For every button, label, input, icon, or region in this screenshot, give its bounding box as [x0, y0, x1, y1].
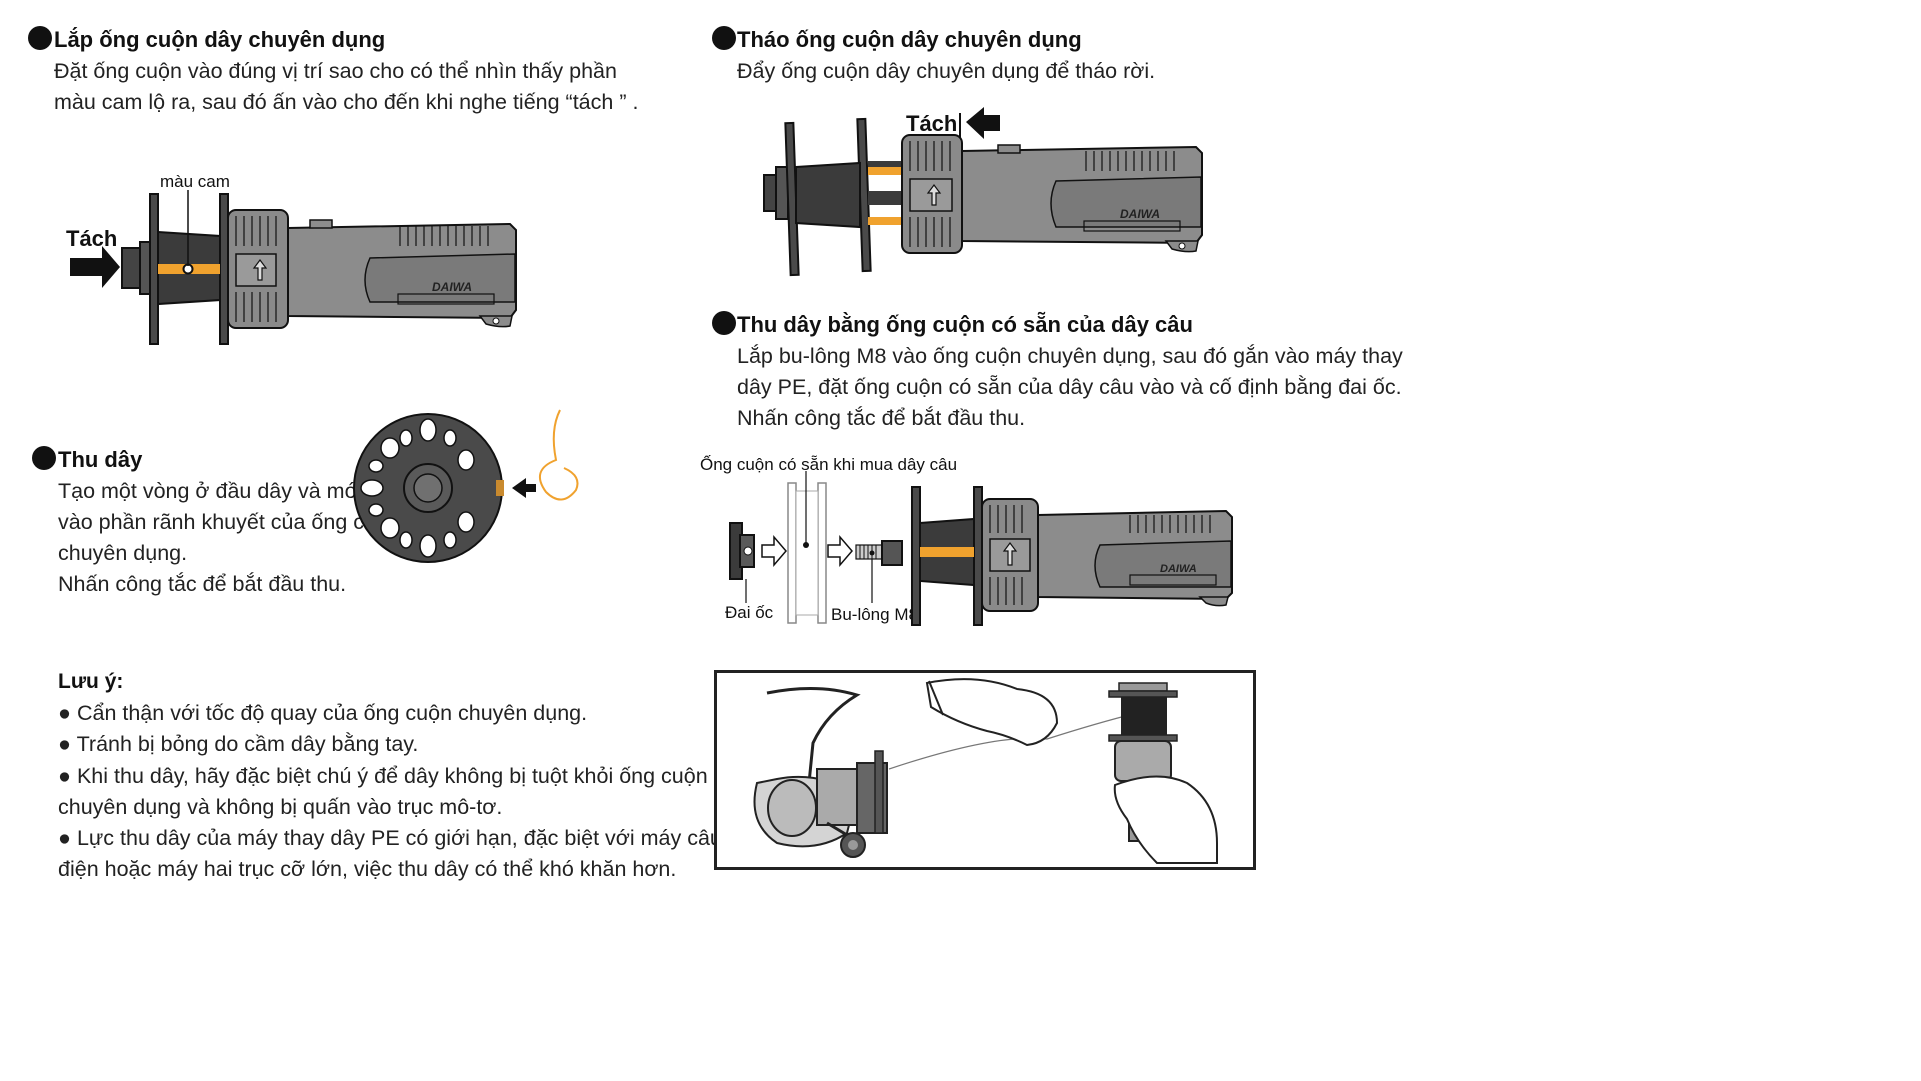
notes-line-6: điện hoặc máy hai trục cỡ lớn, việc thu …: [58, 857, 677, 881]
notes-line-2: ● Tránh bị bỏng do cầm dây bằng tay.: [58, 732, 419, 756]
install-heading: Lắp ống cuộn dây chuyên dụng: [54, 27, 386, 52]
brand-logo: DAIWA: [432, 280, 472, 294]
nut-label: Đai ốc: [725, 603, 774, 622]
reel-winding-illustration: [753, 678, 1218, 864]
section-bullet: [32, 446, 56, 470]
install-diagram: DAIWA: [70, 190, 517, 345]
brand-logo: DAIWA: [1160, 563, 1197, 575]
push-arrow-icon: [70, 246, 120, 288]
preexisting-diagram: DAIWA: [729, 471, 1233, 626]
winding-text-line-1: Tạo một vòng ở đầu dây và móc: [58, 479, 368, 503]
line-loop: [538, 409, 579, 501]
spool-face-diagram: [353, 409, 579, 563]
section-bullet: [28, 26, 52, 50]
notes-line-1: ● Cẩn thận với tốc độ quay của ống cuộn …: [58, 701, 588, 725]
click-label-remove: Tách: [906, 111, 958, 136]
remove-text-line-1: Đẩy ống cuộn dây chuyên dụng để tháo rời…: [737, 59, 1156, 83]
preexisting-text-line-2: dây PE, đặt ống cuộn có sẵn của dây câu …: [737, 375, 1402, 399]
winding-heading: Thu dây: [58, 447, 143, 472]
section-bullet: [712, 311, 736, 335]
push-left-arrow-icon: [966, 107, 1000, 139]
winding-text-line-2: vào phần rãnh khuyết của ống cuộn: [58, 510, 400, 534]
spool-label: Ống cuộn có sẵn khi mua dây câu: [700, 455, 958, 474]
hollow-arrow-icon: [761, 534, 787, 568]
notes-line-3: ● Khi thu dây, hãy đặc biệt chú ý để dây…: [58, 764, 708, 788]
notes-line-4: chuyên dụng và không bị quấn vào trục mô…: [58, 795, 503, 819]
winding-text-line-3: chuyên dụng.: [58, 541, 188, 565]
preexisting-text-line-3: Nhấn công tắc để bắt đầu thu.: [737, 406, 1026, 430]
remove-heading: Tháo ống cuộn dây chuyên dụng: [737, 27, 1082, 52]
winding-text-line-4: Nhấn công tắc để bắt đầu thu.: [58, 572, 347, 596]
orange-label: màu cam: [160, 172, 230, 191]
preexisting-text-line-1: Lắp bu-lông M8 vào ống cuộn chuyên dụng,…: [737, 344, 1403, 368]
bolt-label: Bu-lông M8: [831, 605, 918, 624]
install-text-line-2: màu cam lộ ra, sau đó ấn vào cho đến khi…: [54, 90, 639, 114]
hollow-arrow-icon: [827, 534, 853, 568]
left-arrow-icon: [512, 478, 536, 498]
preexisting-heading: Thu dây bằng ống cuộn có sẵn của dây câu: [737, 312, 1193, 337]
notes-line-5: ● Lực thu dây của máy thay dây PE có giớ…: [58, 826, 722, 850]
remove-diagram: DAIWA: [763, 107, 1203, 277]
section-bullet: [712, 26, 736, 50]
notes-heading: Lưu ý:: [58, 670, 124, 693]
click-label: Tách: [66, 226, 118, 251]
brand-logo: DAIWA: [1120, 207, 1160, 221]
install-text-line-1: Đặt ống cuộn vào đúng vị trí sao cho có …: [54, 59, 617, 83]
